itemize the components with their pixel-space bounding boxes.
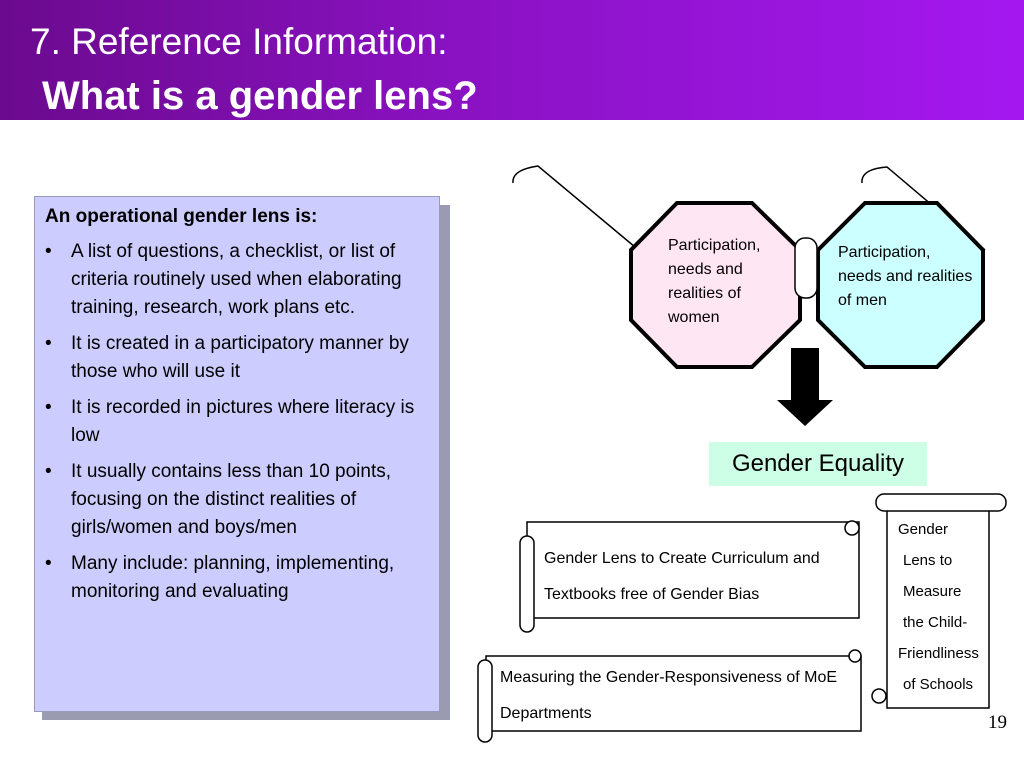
right-lens-label: Participation, needs and realities of me… bbox=[838, 244, 973, 309]
vertical-scroll-line: of Schools bbox=[903, 676, 974, 693]
definition-box: An operational gender lens is: • A list o… bbox=[34, 196, 440, 712]
bullet-icon: • bbox=[45, 241, 52, 262]
glasses-temples bbox=[512, 165, 986, 251]
definition-title: An operational gender lens is: bbox=[45, 206, 318, 227]
vertical-scroll-line: Measure bbox=[903, 583, 962, 600]
definition-item-text: It is recorded in pictures where literac… bbox=[71, 397, 415, 446]
gender-equality-box: Gender Equality bbox=[709, 442, 927, 486]
right-lens-octagon bbox=[816, 201, 985, 369]
moe-scroll bbox=[477, 649, 862, 743]
left-lens-octagon bbox=[629, 201, 802, 369]
bullet-icon: • bbox=[45, 397, 52, 418]
definition-item-text: It usually contains less than 10 points,… bbox=[71, 461, 392, 538]
definition-item: • It is recorded in pictures where litera… bbox=[45, 394, 429, 450]
vertical-scroll-line: the Child- bbox=[903, 614, 968, 631]
down-arrow-icon bbox=[777, 348, 833, 426]
bullet-icon: • bbox=[45, 333, 52, 354]
title-bar: 7. Reference Information: What is a gend… bbox=[0, 0, 1024, 120]
curriculum-scroll-text: Gender Lens to Create Curriculum and Tex… bbox=[544, 550, 820, 603]
page-number: 19 bbox=[988, 712, 1007, 733]
vertical-scroll-line: Lens to bbox=[903, 552, 953, 569]
bullet-icon: • bbox=[45, 461, 52, 482]
moe-scroll-text: Measuring the Gender-Responsiveness of M… bbox=[500, 669, 838, 722]
bullet-icon: • bbox=[45, 553, 52, 574]
definition-item-text: It is created in a participatory manner … bbox=[71, 333, 409, 382]
definition-item: • A list of questions, a checklist, or li… bbox=[45, 238, 429, 322]
vertical-scroll-line: Gender bbox=[898, 521, 949, 538]
definition-item-text: Many include: planning, implementing, mo… bbox=[71, 553, 395, 602]
definition-list: • A list of questions, a checklist, or li… bbox=[45, 238, 429, 606]
child-friendliness-scroll bbox=[871, 493, 1007, 709]
left-lens-label: Participation, needs and realities of wo… bbox=[668, 237, 761, 326]
vertical-scroll-line: Friendliness bbox=[898, 645, 979, 662]
slide-title: 7. Reference Information: bbox=[30, 21, 448, 62]
definition-item: • It is created in a participatory manner… bbox=[45, 330, 429, 386]
definition-item: • Many include: planning, implementing, m… bbox=[45, 550, 429, 606]
definition-item-text: A list of questions, a checklist, or lis… bbox=[71, 241, 402, 318]
definition-item: • It usually contains less than 10 points… bbox=[45, 458, 429, 542]
curriculum-scroll bbox=[519, 520, 860, 633]
glasses-bridge bbox=[794, 237, 818, 299]
slide-subtitle: What is a gender lens? bbox=[42, 74, 478, 118]
